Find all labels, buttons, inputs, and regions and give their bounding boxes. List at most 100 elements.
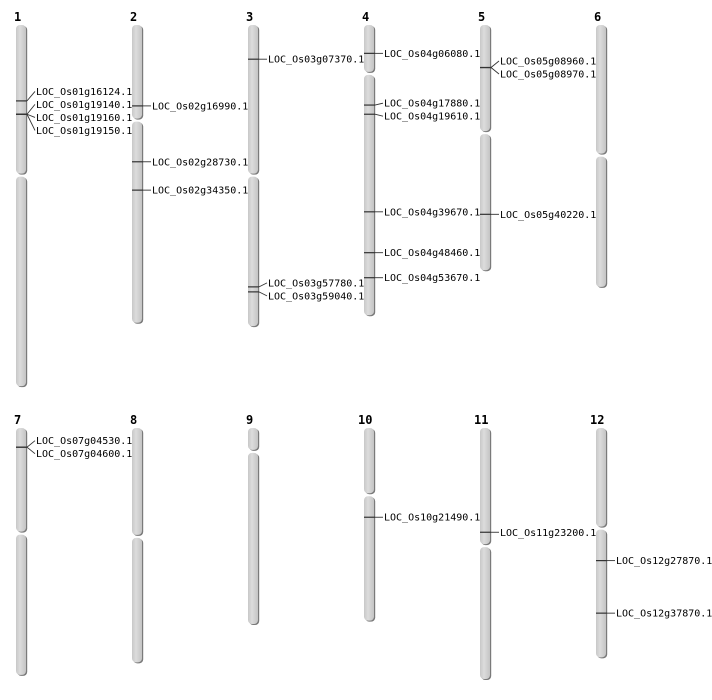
- gene-marker: LOC_Os03g57780.1: [248, 278, 364, 289]
- long-arm: [596, 156, 606, 287]
- chromosome-6: 6: [594, 10, 608, 288]
- short-arm: [596, 428, 606, 527]
- long-arm: [480, 547, 490, 680]
- gene-connector: [26, 91, 36, 102]
- long-arm: [132, 121, 142, 323]
- gene-label: LOC_Os04g53670.1: [384, 273, 480, 284]
- gene-marker: LOC_Os11g23200.1: [480, 528, 596, 539]
- gene-connector: [26, 114, 36, 131]
- chromosome-title: 11: [474, 413, 488, 427]
- chromosome-title: 6: [594, 10, 601, 24]
- gene-label: LOC_Os07g04530.1: [36, 436, 132, 447]
- long-arm: [596, 529, 606, 658]
- gene-marker: LOC_Os04g48460.1: [364, 248, 480, 259]
- short-arm: [132, 428, 142, 535]
- chromosome-3: 3LOC_Os03g07370.1LOC_Os03g57780.1LOC_Os0…: [246, 10, 364, 328]
- chromosome-title: 7: [14, 413, 21, 427]
- gene-marker: LOC_Os03g59040.1: [248, 291, 364, 302]
- chromosome-title: 5: [478, 10, 485, 24]
- gene-connector: [26, 113, 36, 118]
- gene-label: LOC_Os05g40220.1: [500, 210, 596, 221]
- short-arm: [248, 428, 258, 450]
- short-arm: [364, 428, 374, 494]
- chromosome-1: 1LOC_Os01g16124.1LOC_Os01g19140.1LOC_Os0…: [14, 10, 132, 388]
- gene-connector: [374, 102, 384, 106]
- gene-connector: [374, 113, 384, 117]
- gene-label: LOC_Os05g08970.1: [500, 70, 596, 81]
- chromosome-9: 9: [246, 413, 260, 625]
- gene-marker: LOC_Os02g28730.1: [132, 157, 248, 168]
- short-arm: [248, 25, 258, 174]
- gene-marker: LOC_Os07g04600.1: [16, 446, 132, 460]
- gene-marker: LOC_Os03g07370.1: [248, 55, 364, 66]
- long-arm: [16, 534, 26, 675]
- gene-label: LOC_Os12g27870.1: [616, 556, 712, 567]
- long-arm: [132, 537, 142, 663]
- gene-label: LOC_Os04g19610.1: [384, 112, 480, 123]
- short-arm: [480, 25, 490, 132]
- short-arm: [364, 25, 374, 72]
- short-arm: [16, 25, 26, 174]
- long-arm: [364, 496, 374, 621]
- short-arm: [132, 25, 142, 119]
- gene-connector: [258, 282, 268, 288]
- gene-label: LOC_Os01g16124.1: [36, 87, 132, 98]
- long-arm: [16, 176, 26, 387]
- chromosome-title: 9: [246, 413, 253, 427]
- gene-marker: LOC_Os01g19150.1: [16, 113, 132, 137]
- chromosome-title: 10: [358, 413, 372, 427]
- short-arm: [596, 25, 606, 154]
- gene-connector: [258, 291, 268, 297]
- gene-label: LOC_Os04g39670.1: [384, 207, 480, 218]
- chromosome-title: 1: [14, 10, 21, 24]
- gene-marker: LOC_Os04g53670.1: [364, 273, 480, 284]
- gene-label: LOC_Os02g28730.1: [152, 157, 248, 168]
- gene-marker: LOC_Os12g27870.1: [596, 556, 712, 567]
- long-arm: [248, 176, 258, 327]
- gene-label: LOC_Os10g21490.1: [384, 513, 480, 524]
- chromosome-title: 4: [362, 10, 369, 24]
- chromosome-title: 2: [130, 10, 137, 24]
- gene-marker: LOC_Os01g16124.1: [16, 87, 132, 102]
- long-arm: [480, 134, 490, 271]
- gene-marker: LOC_Os10g21490.1: [364, 513, 480, 524]
- gene-marker: LOC_Os04g19610.1: [364, 112, 480, 123]
- gene-marker: LOC_Os02g34350.1: [132, 186, 248, 197]
- gene-label: LOC_Os04g17880.1: [384, 99, 480, 110]
- gene-marker: LOC_Os04g17880.1: [364, 99, 480, 110]
- short-arm: [16, 428, 26, 532]
- gene-marker: LOC_Os05g40220.1: [480, 210, 596, 221]
- chromosome-title: 8: [130, 413, 137, 427]
- gene-marker: LOC_Os12g37870.1: [596, 609, 712, 620]
- gene-label: LOC_Os01g19160.1: [36, 113, 132, 124]
- gene-connector: [26, 446, 36, 455]
- chromosome-2: 2LOC_Os02g16990.1LOC_Os02g28730.1LOC_Os0…: [130, 10, 248, 324]
- short-arm: [480, 428, 490, 545]
- gene-label: LOC_Os05g08960.1: [500, 57, 596, 68]
- gene-label: LOC_Os07g04600.1: [36, 449, 132, 460]
- chromosome-8: 8: [130, 413, 144, 664]
- gene-connector: [490, 60, 500, 68]
- gene-marker: LOC_Os04g06080.1: [364, 49, 480, 60]
- chromosome-title: 12: [590, 413, 604, 427]
- gene-label: LOC_Os01g19140.1: [36, 100, 132, 111]
- gene-connector: [490, 67, 500, 75]
- gene-marker: LOC_Os01g19160.1: [16, 113, 132, 124]
- gene-connector: [26, 104, 36, 115]
- chromosome-4: 4LOC_Os04g06080.1LOC_Os04g17880.1LOC_Os0…: [362, 10, 480, 317]
- gene-label: LOC_Os11g23200.1: [500, 528, 596, 539]
- gene-label: LOC_Os03g07370.1: [268, 55, 364, 66]
- gene-label: LOC_Os01g19150.1: [36, 126, 132, 137]
- long-arm: [364, 74, 374, 316]
- chromosome-title: 3: [246, 10, 253, 24]
- gene-label: LOC_Os03g57780.1: [268, 278, 364, 289]
- gene-label: LOC_Os04g06080.1: [384, 49, 480, 60]
- gene-marker: LOC_Os02g16990.1: [132, 101, 248, 112]
- gene-marker: LOC_Os04g39670.1: [364, 207, 480, 218]
- gene-label: LOC_Os04g48460.1: [384, 248, 480, 259]
